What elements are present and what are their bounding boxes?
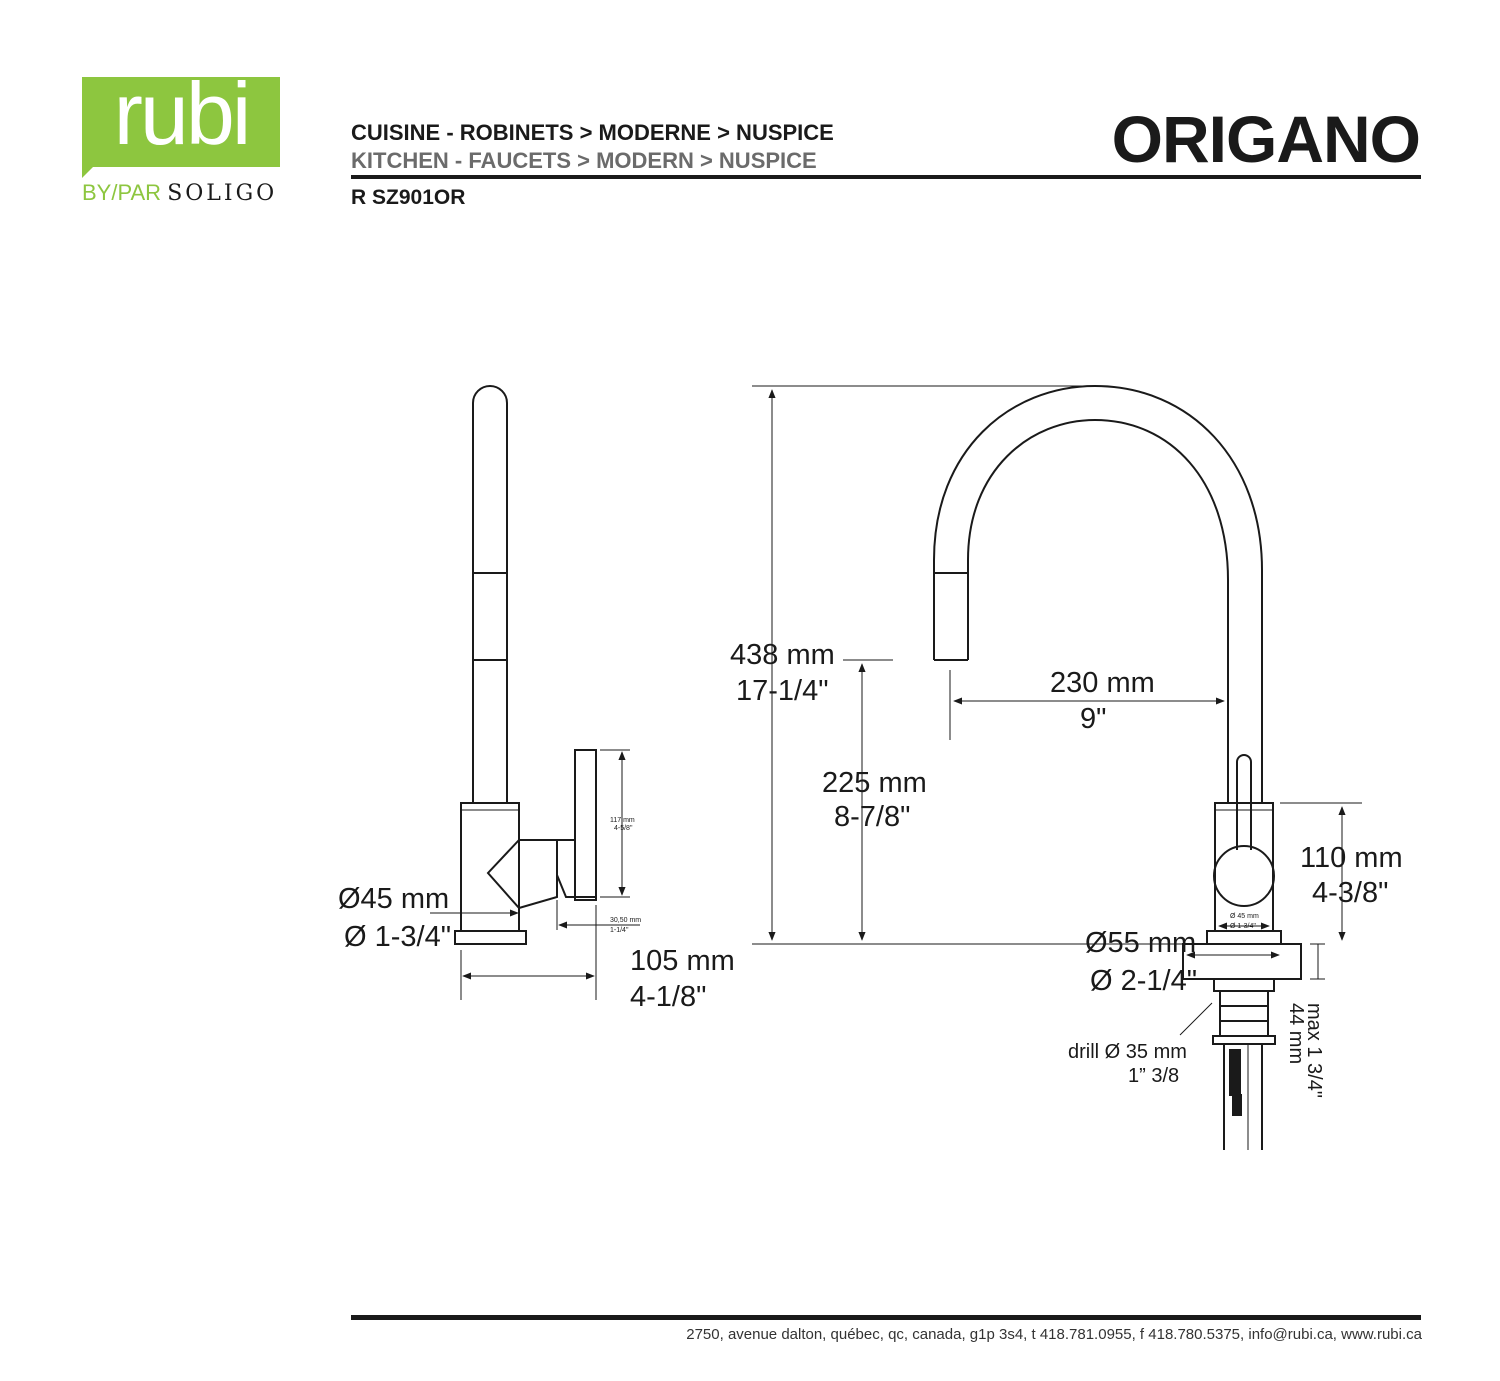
footer-address: 2750, avenue dalton, québec, qc, canada,… (686, 1326, 1422, 1343)
body-height-mm: 110 mm (1300, 842, 1403, 874)
side-depth-in: 4-1/8" (630, 981, 706, 1013)
brand-logo: rubi (82, 64, 280, 167)
logo-tail (82, 166, 94, 178)
breadcrumb-french: CUISINE - ROBINETS > MODERNE > NUSPICE (351, 120, 834, 145)
body-dia-small-mm: Ø 45 mm (1230, 913, 1259, 920)
side-handle-offset-mm: 30,50 mm (610, 917, 641, 924)
side-view-faucet (454, 385, 597, 945)
footer-divider (351, 1315, 1421, 1320)
side-depth-mm: 105 mm (630, 945, 735, 977)
front-view-dimensions (752, 385, 1362, 1036)
drill-hole-in: 1” 3/8 (1128, 1065, 1179, 1087)
front-view-faucet (933, 384, 1302, 1150)
side-view-dimensions (430, 749, 640, 1000)
product-title: ORIGANO (1111, 102, 1421, 176)
side-handle-offset-in: 1-1/4" (610, 927, 629, 934)
drill-hole-mm: drill Ø 35 mm (1068, 1041, 1187, 1063)
spout-reach-in: 9" (1080, 703, 1106, 735)
product-sku: R SZ901OR (351, 186, 466, 209)
side-base-dia-in: Ø 1-3/4" (344, 921, 451, 953)
side-handle-height-mm: 117 mm (610, 817, 635, 824)
logo-brand-name: SOLIGO (167, 181, 278, 206)
max-deck-in: max 1 3/4" (1303, 1003, 1325, 1098)
logo-subline: BY/PAR SOLIGO (82, 180, 277, 206)
max-deck-mm: 44 mm (1285, 1003, 1307, 1064)
deck-plate-dia-mm: Ø55 mm (1085, 927, 1196, 959)
logo-wordmark: rubi (113, 64, 252, 163)
logo-by-label: BY/PAR (82, 180, 162, 205)
total-height-in: 17-1/4" (736, 675, 829, 707)
dimension-labels: Ø45 mm Ø 1-3/4" 105 mm 4-1/8" 117 mm 4-5… (338, 639, 1403, 1098)
total-height-mm: 438 mm (730, 639, 835, 671)
spout-clearance-mm: 225 mm (822, 767, 927, 799)
side-base-dia-mm: Ø45 mm (338, 883, 449, 915)
spout-clearance-in: 8-7/8" (834, 801, 910, 833)
body-height-in: 4-3/8" (1312, 877, 1388, 909)
deck-plate-dia-in: Ø 2-1/4" (1090, 965, 1197, 997)
breadcrumb-english: KITCHEN - FAUCETS > MODERN > NUSPICE (351, 148, 817, 173)
spout-reach-mm: 230 mm (1050, 667, 1155, 699)
header-divider (351, 175, 1421, 179)
side-handle-height-in: 4-5/8" (614, 825, 633, 832)
body-dia-small-in: Ø 1-3/4" (1230, 923, 1256, 930)
